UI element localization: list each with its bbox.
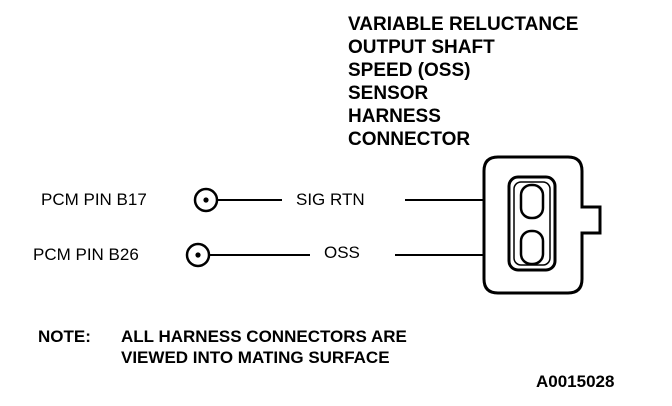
viewing-note: NOTE: ALL HARNESS CONNECTORS ARE VIEWED I… <box>38 326 407 368</box>
title-line: OUTPUT SHAFT <box>348 37 495 58</box>
connector-cavity-1 <box>519 183 545 220</box>
title-line: VARIABLE RELUCTANCE <box>348 14 579 35</box>
harness-connector <box>482 155 602 295</box>
oss-label: OSS <box>324 243 360 262</box>
note-prefix: NOTE: <box>38 327 91 346</box>
pcm-pin-b17-label: PCM PIN B17 <box>41 190 147 209</box>
title-line: CONNECTOR <box>348 129 471 150</box>
title-line: SPEED (OSS) <box>348 60 471 81</box>
pcm-pin-b26-terminal <box>185 242 211 268</box>
note-line-2: VIEWED INTO MATING SURFACE <box>121 348 390 367</box>
pcm-pin-b17-terminal <box>193 187 219 213</box>
title-line: SENSOR <box>348 83 429 104</box>
connector-cavity-2 <box>519 229 545 266</box>
figure-id: A0015028 <box>536 372 615 391</box>
connector-title: VARIABLE RELUCTANCE OUTPUT SHAFT SPEED (… <box>348 13 578 151</box>
pcm-pin-b26-label: PCM PIN B26 <box>33 245 139 264</box>
title-line: HARNESS <box>348 106 441 127</box>
note-line-1: ALL HARNESS CONNECTORS ARE <box>121 327 407 346</box>
sig-rtn-label: SIG RTN <box>296 190 365 209</box>
